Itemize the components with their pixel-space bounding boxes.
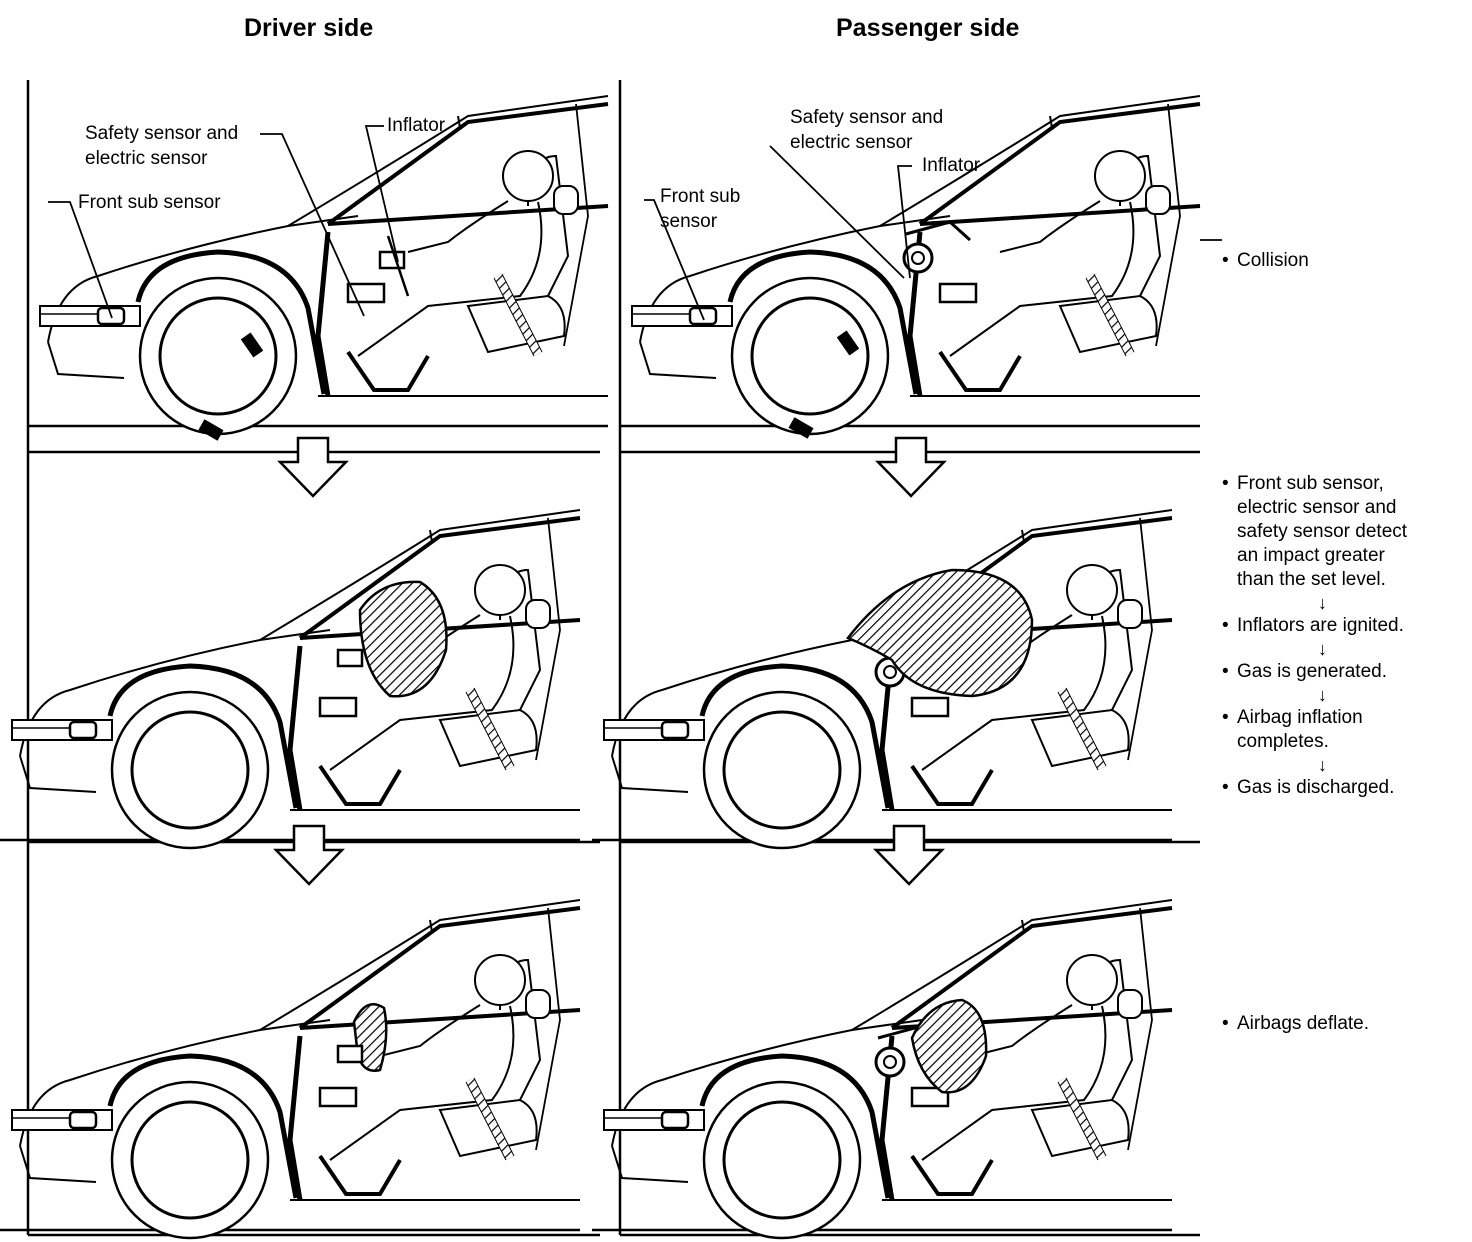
stage-arrow-3: ↓ [1318, 685, 1327, 705]
passenger-collision-scene [620, 96, 1200, 439]
stage-collision-text: Collision [1222, 249, 1309, 273]
callout-leaders [48, 125, 1222, 321]
stage-collision: Collision [1222, 249, 1309, 273]
driver-inflator-unit [378, 250, 406, 270]
driver-deflate-scene [0, 900, 580, 1238]
stage-ignited: Inflators are ignited. [1222, 614, 1407, 638]
label-passenger-safety-sensor-line1: Safety sensor and [790, 107, 944, 128]
stage-gas-discharged: Gas is discharged. [1222, 776, 1407, 800]
label-driver-inflator: Inflator [387, 115, 446, 136]
stage-detect-line5: than the set level. [1237, 569, 1386, 590]
stage-deflate: Airbags deflate. [1222, 1012, 1369, 1036]
flow-arrow-driver-1 [277, 436, 349, 498]
stage-inflation-line2: completes. [1237, 731, 1329, 752]
label-driver-front-sub-sensor: Front sub sensor [78, 192, 221, 213]
flow-arrow-passenger-2 [873, 824, 945, 886]
passenger-airbag-deflated [910, 998, 988, 1094]
stage-detect-line4: an impact greater [1237, 545, 1385, 566]
label-driver-safety-sensor-line1: Safety sensor and [85, 123, 239, 144]
driver-collision-scene [28, 96, 608, 441]
stage-arrow-1: ↓ [1318, 593, 1327, 613]
label-passenger-front-sub-line2: sensor [660, 211, 718, 232]
label-passenger-front-sub-line1: Front sub [660, 186, 741, 207]
flow-arrow-passenger-1 [875, 436, 947, 498]
stage-detect-line3: safety sensor detect [1237, 521, 1408, 542]
driver-side-title: Driver side [244, 14, 374, 42]
passenger-inflation-scene [592, 510, 1172, 848]
driver-airbag-inflated [358, 580, 448, 698]
stage-arrow-4: ↓ [1318, 755, 1327, 775]
driver-inflation-scene [0, 510, 580, 848]
stage-deflate-text: Airbags deflate. [1222, 1012, 1369, 1036]
passenger-deflate-scene [592, 900, 1172, 1238]
label-passenger-inflator: Inflator [922, 155, 981, 176]
label-driver-safety-sensor-line2: electric sensor [85, 148, 208, 169]
flow-arrow-driver-2 [273, 824, 345, 886]
stage-arrow-2: ↓ [1318, 639, 1327, 659]
stage-inflation-line1: Airbag inflation [1222, 706, 1407, 730]
stage-detect-line1: Front sub sensor, [1222, 472, 1407, 496]
stage-deployment-sequence: Front sub sensor, electric sensor and sa… [1222, 472, 1407, 800]
label-passenger-safety-sensor-line2: electric sensor [790, 132, 913, 153]
passenger-airbag-inflated [846, 568, 1034, 698]
stage-detect-line2: electric sensor and [1237, 497, 1397, 518]
stage-gas-generated: Gas is generated. [1222, 660, 1407, 684]
passenger-side-title: Passenger side [836, 14, 1020, 42]
